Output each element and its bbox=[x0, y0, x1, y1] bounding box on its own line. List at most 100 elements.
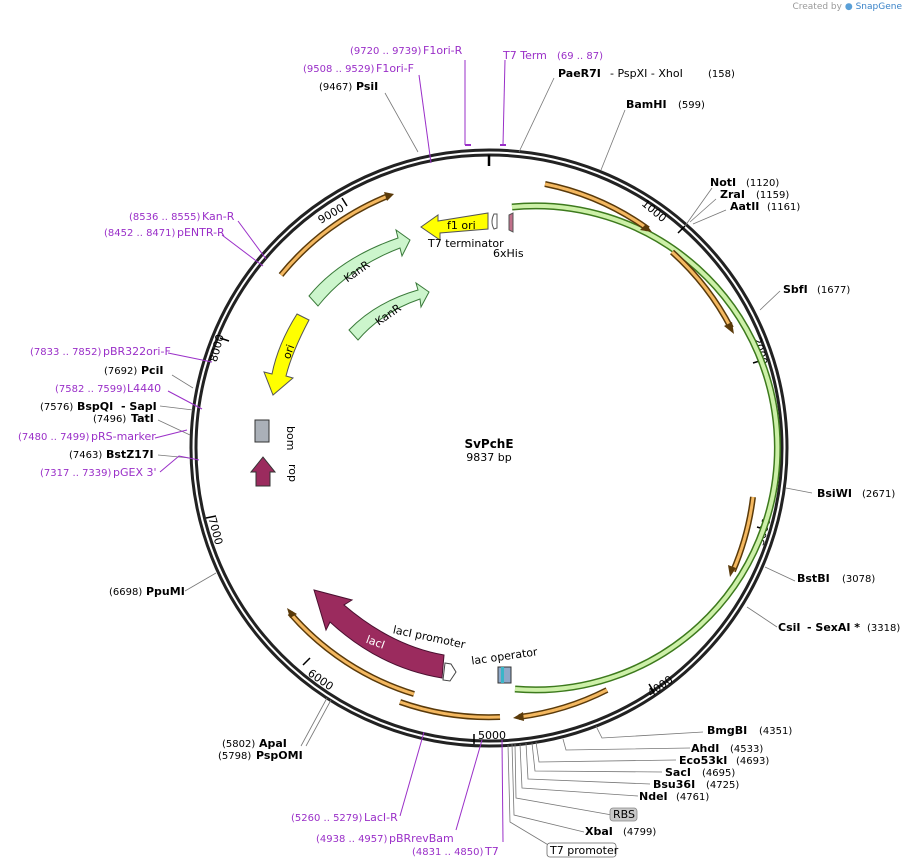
primer-t7-pos: (4831 .. 4850) bbox=[412, 847, 484, 858]
kanr-feature-1[interactable] bbox=[308, 228, 411, 307]
ori-feature[interactable] bbox=[263, 313, 310, 396]
enzyme-noti-pos: (1120) bbox=[746, 178, 779, 189]
primer-pbr322ori-f-pos: (7833 .. 7852) bbox=[30, 347, 102, 358]
enzyme-ppumi-pos: (6698) bbox=[109, 587, 142, 598]
primer-pgex3[interactable]: pGEX 3' bbox=[113, 466, 157, 479]
primer-t7term[interactable]: T7 Term bbox=[502, 49, 547, 62]
enzyme-ahdi[interactable]: AhdI bbox=[691, 742, 719, 755]
enzyme-sbfi[interactable]: SbfI bbox=[783, 283, 808, 296]
his-tag-label: 6xHis bbox=[493, 247, 524, 260]
enzyme-noti[interactable]: NotI bbox=[710, 176, 736, 189]
f1-ori-feature[interactable] bbox=[420, 212, 489, 241]
t7-promoter-box[interactable] bbox=[546, 842, 617, 858]
rop-feature[interactable] bbox=[249, 456, 277, 487]
enzyme-bsiwi[interactable]: BsiWI bbox=[817, 487, 852, 500]
primer-kan-r[interactable]: Kan-R bbox=[202, 210, 235, 223]
t7-terminator-label: T7 terminator bbox=[427, 237, 504, 250]
enzyme-ndei-pos: (4761) bbox=[676, 792, 709, 803]
enzyme-xbai[interactable]: XbaI bbox=[585, 825, 613, 838]
enzyme-tati[interactable]: TatI bbox=[131, 412, 154, 425]
tick-marks bbox=[205, 197, 768, 744]
primer-pbrrevbam[interactable]: pBRrevBam bbox=[389, 832, 454, 845]
enzyme-apai[interactable]: ApaI bbox=[259, 737, 287, 750]
lac-operator-label: lac operator bbox=[470, 645, 538, 667]
primer-pbrrevbam-pos: (4938 .. 4957) bbox=[316, 834, 388, 845]
enzyme-leaders bbox=[157, 77, 813, 847]
primer-pgex3-pos: (7317 .. 7339) bbox=[40, 468, 112, 479]
primer-prs-marker[interactable]: pRS-marker bbox=[91, 430, 156, 443]
insert-region-outline bbox=[511, 202, 781, 694]
enzyme-apai-pos: (5802) bbox=[222, 739, 255, 750]
tick-label-5000: 5000 bbox=[478, 729, 506, 742]
enzyme-labels: PaeR7I - PspXI - XhoI (158) BamHI (599) … bbox=[40, 67, 900, 838]
enzyme-psii-pos: (9467) bbox=[319, 82, 352, 93]
enzyme-xbai-pos: (4799) bbox=[623, 827, 656, 838]
primer-prs-marker-pos: (7480 .. 7499) bbox=[18, 432, 90, 443]
enzyme-bstz17i-pos: (7463) bbox=[69, 450, 102, 461]
f1-ori-label: f1 ori bbox=[447, 219, 476, 232]
bom-feature[interactable] bbox=[254, 419, 270, 443]
enzyme-pspomi-pos: (5798) bbox=[218, 751, 251, 762]
primer-pentr-r-pos: (8452 .. 8471) bbox=[104, 228, 176, 239]
enzyme-bmgbi-pos: (4351) bbox=[759, 726, 792, 737]
enzyme-bspqi-pos: (7576) bbox=[40, 402, 73, 413]
primer-l4440[interactable]: L4440 bbox=[127, 382, 161, 395]
enzyme-paer7i[interactable]: PaeR7I bbox=[558, 67, 601, 80]
enzyme-paer7i-pos: (158) bbox=[708, 69, 735, 80]
enzyme-pcii-pos: (7692) bbox=[104, 366, 137, 377]
enzyme-bmgbi[interactable]: BmgBI bbox=[707, 724, 747, 737]
laci-promoter-feature[interactable] bbox=[442, 662, 457, 682]
enzyme-psii[interactable]: PsiI bbox=[356, 80, 378, 93]
enzyme-paer7i-extra: - PspXI - XhoI bbox=[610, 67, 683, 80]
enzyme-bspqi-extra: - SapI bbox=[121, 400, 157, 413]
enzyme-aatii-pos: (1161) bbox=[767, 202, 800, 213]
enzyme-saci-pos: (4695) bbox=[702, 768, 735, 779]
primer-f1ori-r[interactable]: F1ori-R bbox=[423, 44, 463, 57]
primer-kan-r-pos: (8536 .. 8555) bbox=[129, 212, 201, 223]
lac-operator-feature[interactable] bbox=[497, 666, 512, 684]
enzyme-pspomi[interactable]: PspOMI bbox=[256, 749, 303, 762]
laci-label: lacI bbox=[364, 633, 386, 652]
credit-created-by: Created by bbox=[792, 2, 842, 12]
his-tag-feature[interactable] bbox=[508, 212, 514, 233]
enzyme-bsiwi-pos: (2671) bbox=[862, 489, 895, 500]
enzyme-csii-pos: (3318) bbox=[867, 623, 900, 634]
primer-t7[interactable]: T7 bbox=[484, 845, 499, 858]
plasmid-size: 9837 bp bbox=[466, 451, 511, 464]
enzyme-ppumi[interactable]: PpuMI bbox=[146, 585, 185, 598]
enzyme-csii[interactable]: CsiI bbox=[778, 621, 800, 634]
primer-f1ori-f[interactable]: F1ori-F bbox=[376, 62, 414, 75]
primer-l4440-pos: (7582 .. 7599) bbox=[55, 384, 127, 395]
primer-laci-r[interactable]: LacI-R bbox=[364, 811, 398, 824]
rop-label: rop bbox=[286, 464, 299, 482]
ori-label: ori bbox=[280, 343, 297, 361]
t7-terminator-feature[interactable] bbox=[491, 213, 498, 230]
primer-laci-r-pos: (5260 .. 5279) bbox=[291, 813, 363, 824]
enzyme-eco53ki[interactable]: Eco53kI bbox=[679, 754, 727, 767]
primer-pbr322ori-f[interactable]: pBR322ori-F bbox=[103, 345, 171, 358]
primer-labels: (9720 .. 9739) F1ori-R T7 Term (69 .. 87… bbox=[18, 44, 603, 858]
enzyme-bstz17i[interactable]: BstZ17I bbox=[106, 448, 154, 461]
enzyme-pcii[interactable]: PciI bbox=[141, 364, 163, 377]
enzyme-saci[interactable]: SacI bbox=[665, 766, 691, 779]
primer-pentr-r[interactable]: pENTR-R bbox=[177, 226, 225, 239]
enzyme-bamhi[interactable]: BamHI bbox=[626, 98, 667, 111]
enzyme-eco53ki-pos: (4693) bbox=[736, 756, 769, 767]
laci-feature[interactable] bbox=[313, 589, 445, 679]
enzyme-sbfi-pos: (1677) bbox=[817, 285, 850, 296]
tick-label-8000: 8000 bbox=[207, 333, 227, 363]
enzyme-zrai-pos: (1159) bbox=[756, 190, 789, 201]
enzyme-zrai[interactable]: ZraI bbox=[720, 188, 745, 201]
kanr-feature-2[interactable] bbox=[348, 281, 430, 341]
enzyme-bstbi[interactable]: BstBI bbox=[797, 572, 830, 585]
primer-leaders bbox=[154, 59, 506, 843]
primer-f1ori-r-pos: (9720 .. 9739) bbox=[350, 46, 422, 57]
enzyme-bspqi[interactable]: BspQI bbox=[77, 400, 113, 413]
enzyme-bsu36i[interactable]: Bsu36I bbox=[653, 778, 695, 791]
insert-region bbox=[511, 203, 780, 692]
rbs-box[interactable] bbox=[609, 807, 638, 822]
enzyme-ndei[interactable]: NdeI bbox=[639, 790, 668, 803]
snapgene-credit: Created by ● SnapGene bbox=[792, 2, 902, 12]
enzyme-aatii[interactable]: AatII bbox=[730, 200, 759, 213]
